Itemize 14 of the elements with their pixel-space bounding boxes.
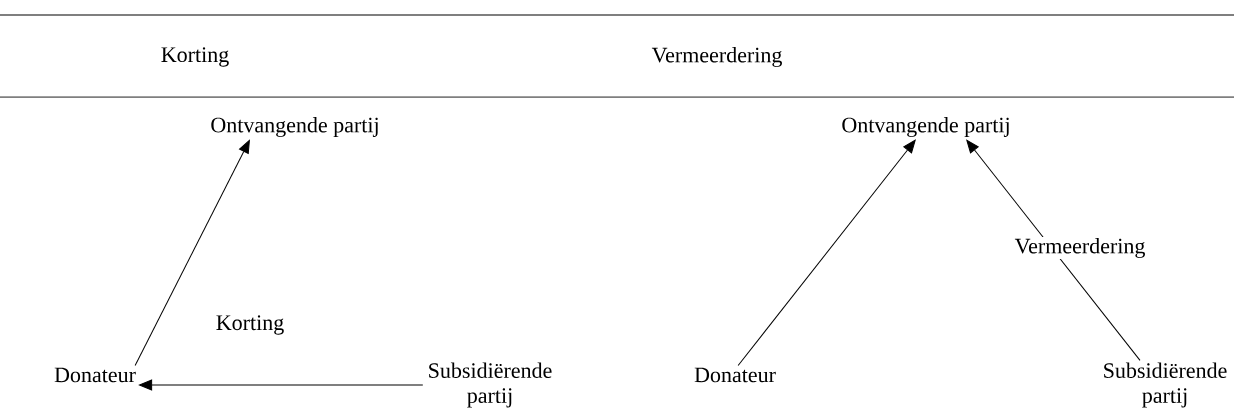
column-header: Vermeerdering	[651, 47, 782, 67]
node-label: Subsidiërende partij	[429, 362, 552, 408]
node-label: Donateur	[694, 367, 776, 383]
arrow	[134, 139, 250, 366]
node-label: Ontvangende partij	[842, 117, 1009, 137]
arrow	[139, 379, 424, 391]
node-label: Donateur	[54, 367, 136, 383]
arrow	[966, 139, 1141, 361]
node-label: Ontvangende partij	[211, 117, 378, 137]
node-label: Subsidiërende partij	[1104, 362, 1227, 408]
edge-label: Korting	[214, 314, 286, 336]
arrow	[737, 139, 916, 366]
column-header: Korting	[161, 47, 229, 67]
edge-label: Vermeerdering	[1013, 237, 1147, 259]
